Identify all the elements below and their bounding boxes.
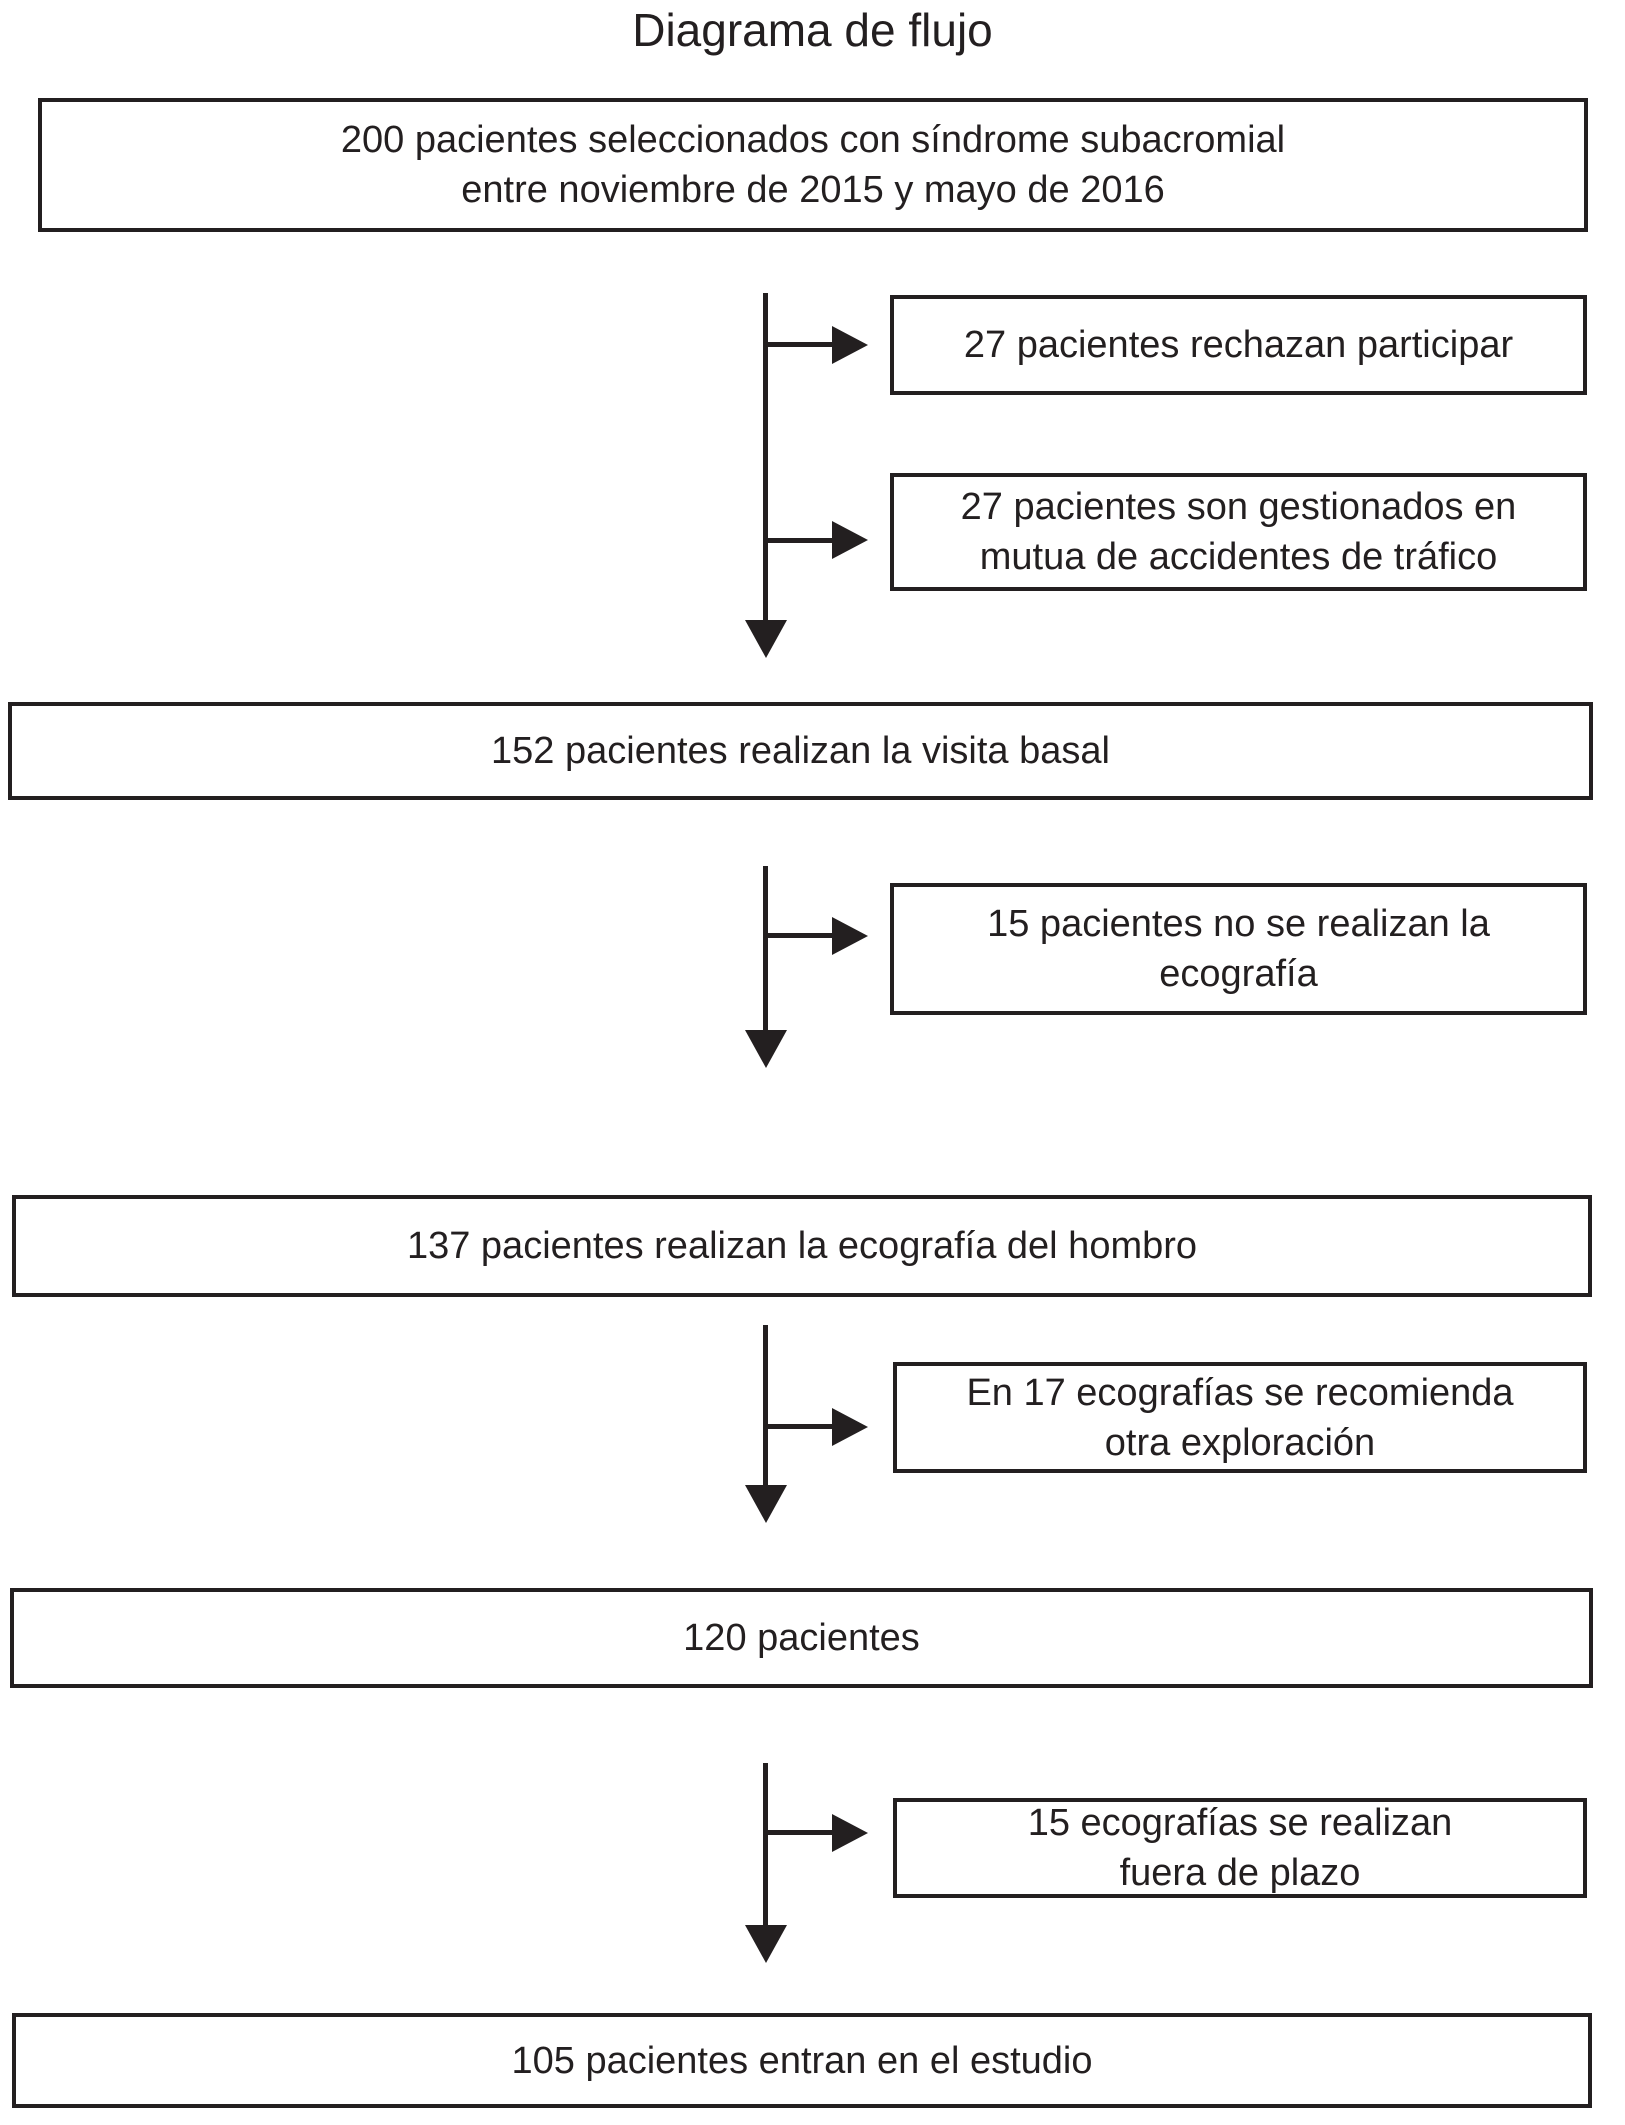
flow-connector-line-2 — [763, 866, 768, 1032]
branch-line-otra-exploracion — [766, 1424, 834, 1429]
arrow-right-icon — [832, 1814, 868, 1852]
box-text-line: 15 ecografías se realizan — [1027, 1802, 1453, 1844]
main-box-137-ecografia: 137 pacientes realizan la ecografía del … — [12, 1195, 1592, 1297]
exclusion-box-17-otra-exploracion: En 17 ecografías se recomienda otra expl… — [893, 1362, 1587, 1473]
arrow-right-icon — [832, 917, 868, 955]
box-text-line: En 17 ecografías se recomienda — [966, 1371, 1514, 1414]
main-box-200-seleccionados: 200 pacientes seleccionados con síndrome… — [38, 98, 1588, 232]
branch-line-rechazan — [766, 342, 834, 347]
branch-line-fuera-plazo — [766, 1830, 834, 1835]
arrow-down-icon — [745, 1030, 787, 1068]
diagram-title: Diagrama de flujo — [632, 4, 993, 56]
box-text-line: 120 pacientes — [683, 1617, 920, 1659]
box-text-line: 27 pacientes son gestionados en — [960, 486, 1517, 528]
main-box-120-pacientes: 120 pacientes — [10, 1588, 1593, 1688]
arrow-right-icon — [832, 326, 868, 364]
flow-connector-line-4 — [763, 1763, 768, 1927]
main-box-152-visita-basal: 152 pacientes realizan la visita basal — [8, 702, 1593, 800]
arrow-right-icon — [832, 521, 868, 559]
box-text-line: 15 pacientes no se realizan la — [987, 903, 1490, 945]
main-box-105-estudio: 105 pacientes entran en el estudio — [12, 2013, 1592, 2108]
branch-line-no-ecografia — [766, 933, 834, 938]
box-text-line: 105 pacientes entran en el estudio — [511, 2039, 1093, 2082]
box-text-line: 27 pacientes rechazan participar — [963, 324, 1514, 366]
box-text-line: otra exploración — [1104, 1421, 1376, 1464]
box-text-line: ecografía — [1159, 953, 1318, 995]
flow-connector-line-3 — [763, 1325, 768, 1487]
box-text-line: 152 pacientes realizan la visita basal — [491, 730, 1110, 772]
arrow-down-icon — [745, 1925, 787, 1963]
arrow-down-icon — [745, 620, 787, 658]
arrow-right-icon — [832, 1408, 868, 1446]
box-text-line: fuera de plazo — [1119, 1852, 1361, 1894]
exclusion-box-15-no-ecografia: 15 pacientes no se realizan la ecografía — [890, 883, 1587, 1015]
exclusion-box-15-fuera-plazo: 15 ecografías se realizan fuera de plazo — [893, 1798, 1587, 1898]
box-text-line: entre noviembre de 2015 y mayo de 2016 — [461, 169, 1165, 211]
box-text-line: mutua de accidentes de tráfico — [979, 536, 1498, 578]
branch-line-mutua — [766, 538, 834, 543]
flow-connector-line-1 — [763, 293, 768, 623]
exclusion-box-27-rechazan: 27 pacientes rechazan participar — [890, 295, 1587, 395]
exclusion-box-27-mutua: 27 pacientes son gestionados en mutua de… — [890, 473, 1587, 591]
box-text-line: 137 pacientes realizan la ecografía del … — [406, 1225, 1198, 1267]
arrow-down-icon — [745, 1485, 787, 1523]
box-text-line: 200 pacientes seleccionados con síndrome… — [340, 119, 1286, 161]
